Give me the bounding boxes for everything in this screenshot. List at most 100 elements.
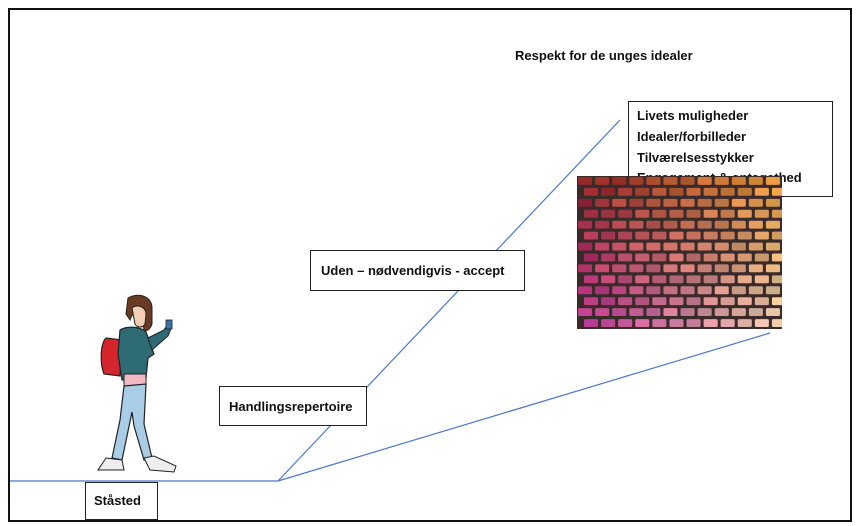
mosaic-tile: [697, 177, 712, 185]
mosaic-tile: [737, 209, 752, 218]
mosaic-tile: [629, 177, 644, 185]
mosaic-tile: [584, 253, 599, 262]
mosaic-tiles: [578, 177, 782, 327]
mosaic-tile: [595, 308, 610, 316]
mosaic-tile: [771, 319, 782, 327]
mosaic-tile: [680, 177, 695, 185]
mosaic-tile: [771, 253, 782, 262]
handlings-box: Handlingsrepertoire: [219, 386, 367, 426]
mosaic-tile: [703, 297, 718, 306]
mosaic-tile: [748, 177, 763, 185]
mosaic-tile: [731, 198, 746, 207]
mosaic-tile: [584, 209, 599, 218]
mosaic-tile: [612, 264, 627, 273]
mosaic-tile: [720, 187, 735, 196]
mosaic-tile: [680, 198, 695, 207]
mosaic-tile: [612, 308, 627, 316]
mosaic-tile: [731, 308, 746, 316]
mosaic-tile: [765, 198, 780, 207]
mosaic-tile: [635, 275, 650, 284]
mosaic-tile: [669, 319, 684, 327]
respekt-label: Respekt for de unges idealer: [515, 48, 693, 63]
mosaic-tile: [601, 209, 616, 218]
mosaic-tile: [635, 253, 650, 262]
mosaic-tile: [754, 319, 769, 327]
mosaic-tile: [646, 264, 661, 273]
mosaic-tile: [584, 231, 599, 240]
mosaic-tile: [686, 231, 701, 240]
mosaic-tile: [635, 231, 650, 240]
mosaic-tile: [731, 286, 746, 295]
mosaic-tile: [714, 308, 729, 316]
mosaic-tile: [629, 242, 644, 251]
mosaic-tile: [720, 319, 735, 327]
mosaic-tile: [652, 253, 667, 262]
mosaic-tile: [635, 209, 650, 218]
mosaic-tile: [663, 198, 678, 207]
mosaic-tile: [595, 242, 610, 251]
mosaic-tile: [771, 231, 782, 240]
mosaic-tile: [669, 275, 684, 284]
mosaic-tile: [595, 198, 610, 207]
mosaic-tile: [714, 242, 729, 251]
handlings-label: Handlingsrepertoire: [229, 399, 353, 414]
mosaic-tile: [680, 264, 695, 273]
mosaic-tile: [765, 264, 780, 273]
mosaic-tile: [578, 198, 593, 207]
mosaic-tile: [697, 220, 712, 229]
mosaic-tile: [618, 253, 633, 262]
mosaic-tile: [578, 177, 593, 185]
mosaic-tile: [703, 187, 718, 196]
mosaic-tile: [669, 209, 684, 218]
mosaic-tile: [686, 297, 701, 306]
mosaic-tile: [703, 209, 718, 218]
mosaic-tile: [669, 231, 684, 240]
mosaic-tile: [754, 297, 769, 306]
mosaic-tile: [697, 264, 712, 273]
mosaic-tile: [629, 264, 644, 273]
mosaic-tile: [754, 275, 769, 284]
mosaic-tile: [771, 275, 782, 284]
mosaic-tile: [697, 286, 712, 295]
mosaic-tile: [714, 286, 729, 295]
mosaic-tile: [652, 231, 667, 240]
livets-line-2: Idealer/forbilleder: [637, 128, 747, 144]
mosaic-tile: [680, 286, 695, 295]
mosaic-tile: [714, 220, 729, 229]
mosaic-tile: [578, 286, 593, 295]
mosaic-tile: [720, 253, 735, 262]
mosaic-tile: [584, 319, 599, 327]
mosaic-tile: [663, 308, 678, 316]
mosaic-tile: [618, 275, 633, 284]
mosaic-tile: [618, 297, 633, 306]
mosaic-tile: [697, 242, 712, 251]
mosaic-tile: [765, 177, 780, 185]
walking-person-figure: [97, 294, 177, 473]
mosaic-tile: [714, 264, 729, 273]
mosaic-tile: [703, 231, 718, 240]
mosaic-tile: [771, 187, 782, 196]
mosaic-tile: [680, 220, 695, 229]
mosaic-tile: [618, 187, 633, 196]
mosaic-tile: [680, 308, 695, 316]
mosaic-tile: [595, 220, 610, 229]
mosaic-tile: [635, 319, 650, 327]
mosaic-tile: [737, 231, 752, 240]
mosaic-tile: [601, 187, 616, 196]
mosaic-tile: [754, 209, 769, 218]
mosaic-tile: [646, 242, 661, 251]
mosaic-tile: [754, 231, 769, 240]
mosaic-tile: [686, 209, 701, 218]
mosaic-tile: [731, 242, 746, 251]
mosaic-tile: [618, 209, 633, 218]
mosaic-tile: [646, 308, 661, 316]
mosaic-tile: [731, 264, 746, 273]
mosaic-tile: [618, 231, 633, 240]
mosaic-tile: [737, 319, 752, 327]
mosaic-tile: [765, 286, 780, 295]
mosaic-tile: [595, 177, 610, 185]
mosaic-tile: [663, 264, 678, 273]
mosaic-tile: [737, 275, 752, 284]
mosaic-tile: [731, 220, 746, 229]
mosaic-tile: [748, 242, 763, 251]
